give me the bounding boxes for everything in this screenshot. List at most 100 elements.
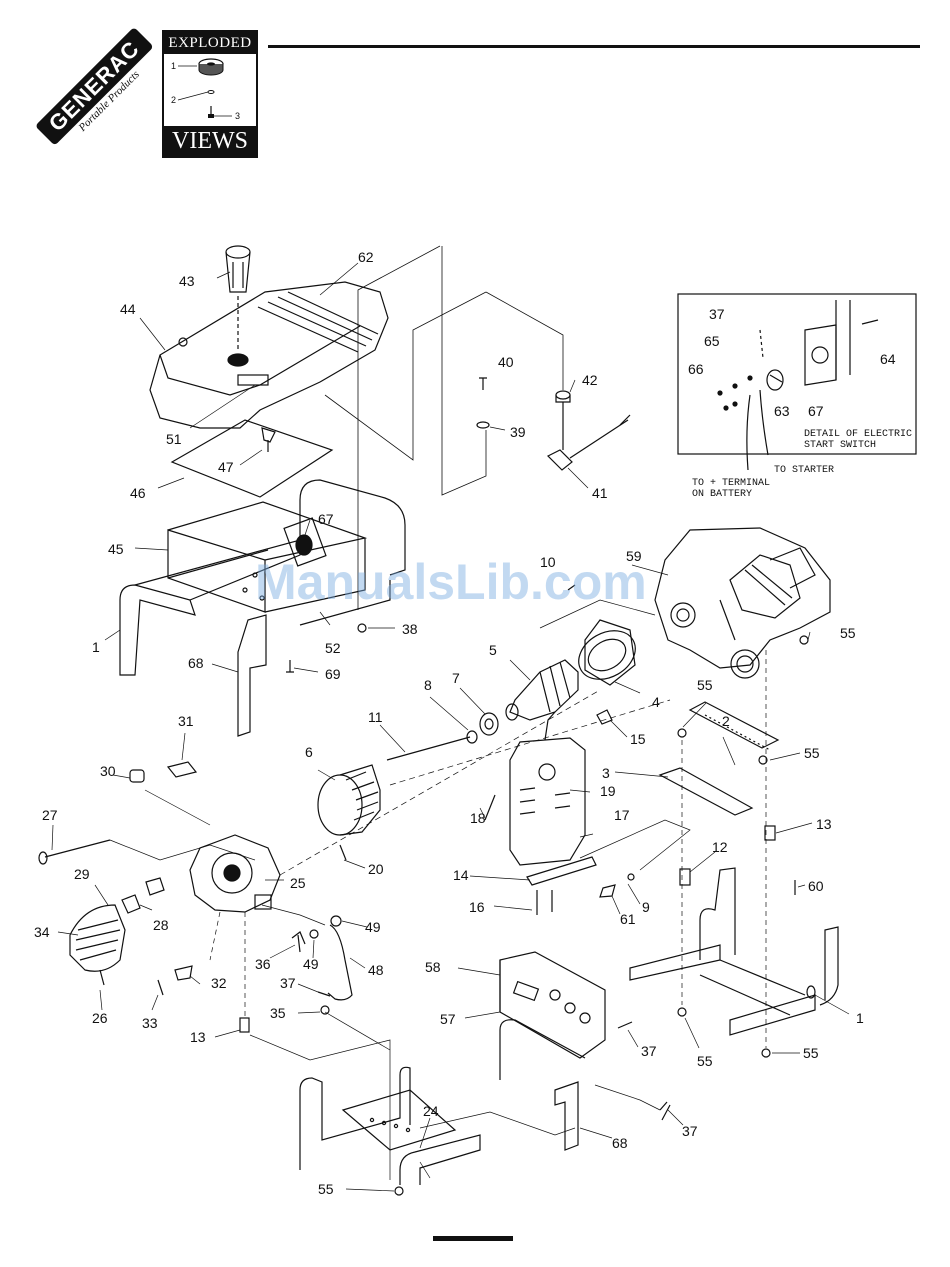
- badge-title-top: EXPLODED: [164, 32, 256, 54]
- bolt-69: [286, 660, 294, 673]
- callout-35: 35: [270, 1005, 286, 1021]
- badge-callout-3: 3: [235, 111, 240, 121]
- nut-55-d: [677, 1007, 687, 1017]
- logo-wordmark: GENERAC: [34, 26, 154, 146]
- header-rule: [268, 45, 920, 48]
- callout-36: 36: [255, 956, 271, 972]
- callout-63: 63: [774, 403, 790, 419]
- badge-callout-1: 1: [171, 61, 176, 71]
- long-bolt-27: [44, 839, 111, 858]
- callout-68-lower: 68: [612, 1135, 628, 1151]
- detail-box: [677, 293, 917, 455]
- callout-33: 33: [142, 1015, 158, 1031]
- callout-11: 11: [368, 709, 383, 725]
- detail-caption-2: START SWITCH: [804, 440, 876, 451]
- callout-55-b: 55: [804, 745, 820, 761]
- callout-58: 58: [425, 959, 441, 975]
- starter-note: TO STARTER: [774, 465, 834, 476]
- callout-13-left: 13: [190, 1029, 206, 1045]
- battery-note-2: ON BATTERY: [692, 489, 752, 500]
- screw-37-ground: [317, 991, 331, 997]
- callout-12: 12: [712, 839, 728, 855]
- footer-rule: [433, 1236, 513, 1241]
- support-bracket-lower: [554, 1081, 579, 1151]
- callout-27: 27: [42, 807, 58, 823]
- callout-29: 29: [74, 866, 90, 882]
- callout-62: 62: [358, 249, 374, 265]
- callout-67-detail: 67: [808, 403, 824, 419]
- callout-37-detail: 37: [709, 306, 725, 322]
- callout-55-d: 55: [697, 1053, 713, 1069]
- page-header: GENERAC Portable Products EXPLODED 1 2 3…: [0, 0, 950, 200]
- callout-1-frame: 1: [856, 1010, 864, 1026]
- callout-4: 4: [652, 694, 660, 710]
- screw-18: [484, 794, 496, 821]
- callout-67-panel: 67: [318, 511, 334, 527]
- engine: [654, 527, 831, 679]
- bearing-7: [479, 712, 499, 736]
- callout-43: 43: [179, 273, 195, 289]
- callout-34: 34: [34, 924, 50, 940]
- callout-40: 40: [498, 354, 514, 370]
- isolator-12: [679, 868, 691, 886]
- callout-32: 32: [211, 975, 227, 991]
- callout-69: 69: [325, 666, 341, 682]
- panel-switch: [283, 517, 327, 567]
- isolator-13-left: [239, 1017, 250, 1033]
- ground-wire-48: [327, 924, 353, 1001]
- callout-46: 46: [130, 485, 146, 501]
- isolator-13-right: [764, 825, 776, 841]
- callout-65: 65: [704, 333, 720, 349]
- through-bolt-11: [386, 736, 471, 761]
- mount-bracket-14: [526, 856, 597, 886]
- callout-20: 20: [368, 861, 384, 877]
- nut-38: [357, 623, 367, 633]
- callout-55-f: 55: [318, 1181, 334, 1197]
- watermark: ManualsLib.com: [255, 554, 647, 610]
- stator-coil: [317, 764, 381, 836]
- nut-55-a: [677, 728, 687, 738]
- screw-26: [99, 969, 105, 986]
- generac-logo: GENERAC Portable Products: [22, 26, 172, 150]
- label-31: [166, 761, 198, 778]
- callout-55-engine: 55: [840, 625, 856, 641]
- callout-59: 59: [626, 548, 642, 564]
- fuel-tank: [149, 281, 389, 429]
- callout-31: 31: [178, 713, 194, 729]
- tank-tab: [261, 427, 276, 452]
- callout-28: 28: [153, 917, 169, 933]
- screw-33: [157, 979, 164, 996]
- callout-1-rear: 1: [92, 639, 100, 655]
- callout-24: 24: [423, 1103, 439, 1119]
- callout-48: 48: [368, 962, 384, 978]
- screw-37-bracket: [659, 1101, 668, 1111]
- logo-rotated: GENERAC Portable Products: [34, 26, 165, 157]
- callout-49-upper: 49: [365, 919, 381, 935]
- callout-3: 3: [602, 765, 610, 781]
- callout-49-lower: 49: [303, 956, 319, 972]
- nut-35: [320, 1005, 330, 1015]
- callout-37-bracket: 37: [682, 1123, 698, 1139]
- callout-15: 15: [630, 731, 646, 747]
- support-bracket-upper: [237, 614, 267, 737]
- badge-title-bottom: VIEWS: [164, 126, 256, 156]
- callout-44: 44: [120, 301, 136, 317]
- callout-2: 2: [722, 713, 730, 729]
- callout-6: 6: [305, 744, 313, 760]
- rear-bearing-carrier: [189, 834, 281, 913]
- terminal-36: [291, 931, 306, 953]
- brush-holder-28: [121, 877, 165, 914]
- callout-42: 42: [582, 372, 598, 388]
- plate-15: [596, 709, 613, 725]
- control-box-enclosure: [167, 501, 368, 613]
- outlet-box: [509, 711, 586, 866]
- nut-55-c: [799, 635, 809, 645]
- callout-14: 14: [453, 867, 469, 883]
- detail-caption-1: DETAIL OF ELECTRIC: [804, 429, 912, 440]
- mounting-rails: [658, 701, 780, 816]
- washer-8: [466, 730, 478, 744]
- callout-57: 57: [440, 1011, 456, 1027]
- electric-start-switch-detail: [717, 300, 879, 471]
- callout-55-a: 55: [697, 677, 713, 693]
- clip-32: [174, 965, 193, 981]
